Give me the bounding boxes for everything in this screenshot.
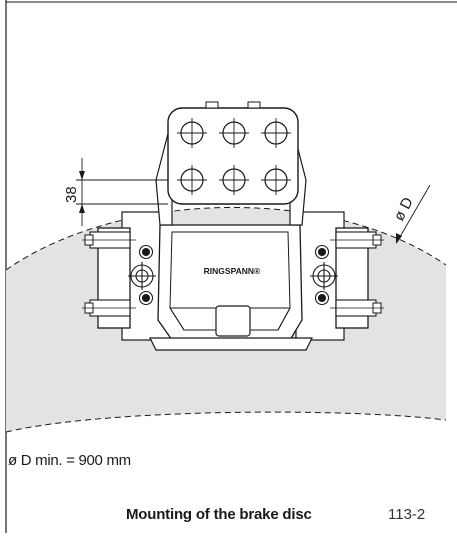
- arrowhead: [79, 204, 85, 213]
- left-screw-inner: [141, 293, 151, 303]
- figure-caption: Mounting of the brake disc: [126, 506, 312, 523]
- plate-top-tab: [247, 101, 261, 109]
- caliper-center-block: [215, 305, 251, 337]
- right-screw-inner: [317, 247, 327, 257]
- caliper-bottom-plate: [149, 337, 313, 351]
- brake-disc-inner-edge: [5, 411, 447, 433]
- right-screw-inner: [317, 293, 327, 303]
- brand-plate: [196, 264, 268, 276]
- diameter-label: ø D: [391, 194, 417, 223]
- right-adjuster-stack: [310, 244, 338, 306]
- dimension-38: [76, 158, 168, 226]
- arrowhead: [79, 171, 85, 180]
- dimension-38-label: 38: [63, 186, 80, 203]
- arrowhead: [396, 233, 402, 244]
- left-adjuster-stack: [128, 244, 156, 306]
- brand-mark: RINGSPANN®: [204, 266, 261, 276]
- brake-disc-outer-edge: [5, 206, 447, 271]
- diameter-leader: [396, 184, 431, 244]
- caliper-edge-line: [277, 307, 291, 331]
- figure-number: 113-2: [388, 506, 426, 523]
- leader-line: [396, 184, 431, 243]
- left-screw-inner: [141, 247, 151, 257]
- caliper-edge-line: [169, 307, 185, 331]
- min-diameter-note: ø D min. = 900 mm: [8, 452, 131, 469]
- plate-top-tab: [205, 101, 219, 109]
- bolt-hole-crosshairs: [177, 118, 291, 195]
